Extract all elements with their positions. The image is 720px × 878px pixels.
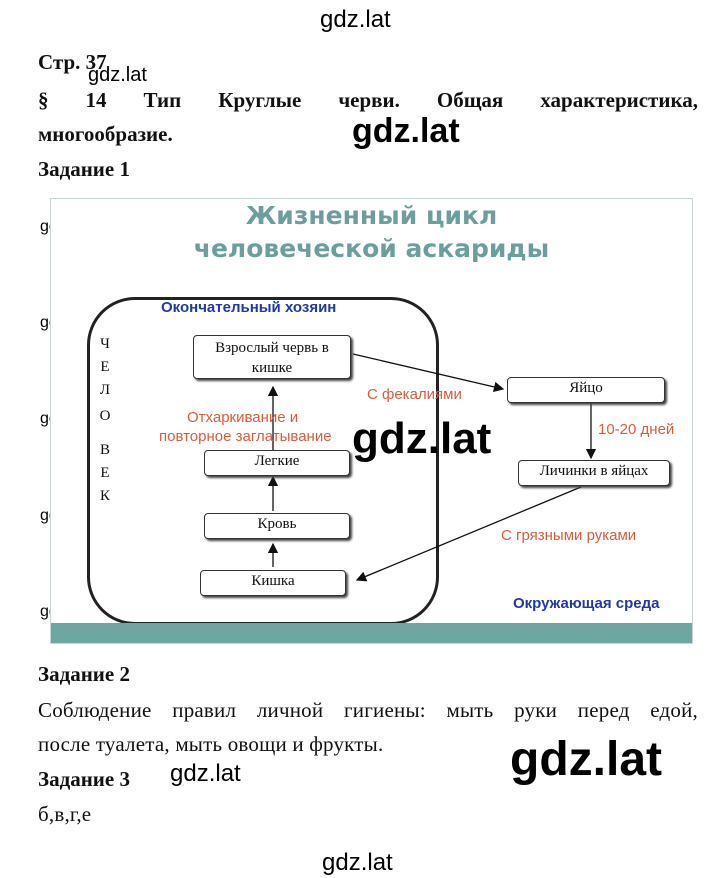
watermark: gdz.lat: [170, 760, 241, 787]
box-intestine: Кишка: [200, 570, 346, 596]
box-blood: Кровь: [204, 513, 350, 539]
watermark: gdz.lat: [352, 112, 460, 150]
bottom-band: [51, 623, 692, 643]
arrow-worm-to-egg: [352, 353, 505, 392]
watermark: gdz.lat: [322, 849, 393, 876]
box-lungs: Легкие: [204, 450, 350, 476]
box-larvae: Личинки в яйцах: [518, 460, 670, 486]
label-with-feces: С фекалиями: [367, 386, 462, 403]
task2-answer-line2: после туалета, мыть овощи и фрукты.: [38, 732, 384, 756]
task1-heading: Задание 1: [38, 157, 130, 181]
vertical-letter: Е: [100, 359, 110, 375]
box-adult-worm: Взрослый червь в кишке: [193, 335, 351, 379]
watermark: gdz.lat: [352, 414, 492, 463]
vertical-letter: Л: [99, 382, 111, 398]
lifecycle-diagram: Жизненный цикл человеческой аскариды Око…: [50, 198, 693, 644]
label-cough-line1: Отхаркивание и: [187, 409, 299, 426]
vertical-letter: К: [99, 488, 110, 504]
watermark: gdz.lat: [320, 6, 391, 33]
label-days: 10-20 дней: [598, 421, 675, 438]
final-host-label: Окончательный хозяин: [161, 299, 337, 316]
environment-label: Окружающая среда: [513, 595, 660, 612]
vertical-letter: В: [99, 442, 110, 458]
vertical-letter: Е: [100, 465, 110, 481]
label-cough-line2: повторное заглатывание: [159, 428, 332, 445]
page-label: Стр. 37: [38, 50, 107, 74]
arrow-larvae-to-intestine: [355, 486, 582, 582]
box-egg: Яйцо: [507, 377, 665, 403]
diagram-title-line2: человеческой аскариды: [193, 234, 550, 263]
watermark: gdz.lat: [510, 733, 662, 786]
watermark: gdz.lat: [88, 64, 147, 86]
vertical-letter: Ч: [100, 336, 110, 352]
vertical-letter: О: [99, 408, 111, 424]
label-dirty-hands: С грязными руками: [501, 527, 637, 544]
task2-answer-line1: Соблюдение правил личной гигиены: мыть р…: [38, 698, 698, 722]
task3-answer: б,в,г,е: [38, 802, 92, 826]
task2-heading: Задание 2: [38, 662, 130, 686]
diagram-title-line1: Жизненный цикл: [245, 201, 498, 230]
task3-heading: Задание 3: [38, 767, 130, 791]
section-title-line2: многообразие.: [38, 122, 173, 146]
arrows-layer: [267, 353, 597, 582]
section-title-line1: § 14 Тип Круглые черви. Общая характерис…: [38, 88, 698, 112]
